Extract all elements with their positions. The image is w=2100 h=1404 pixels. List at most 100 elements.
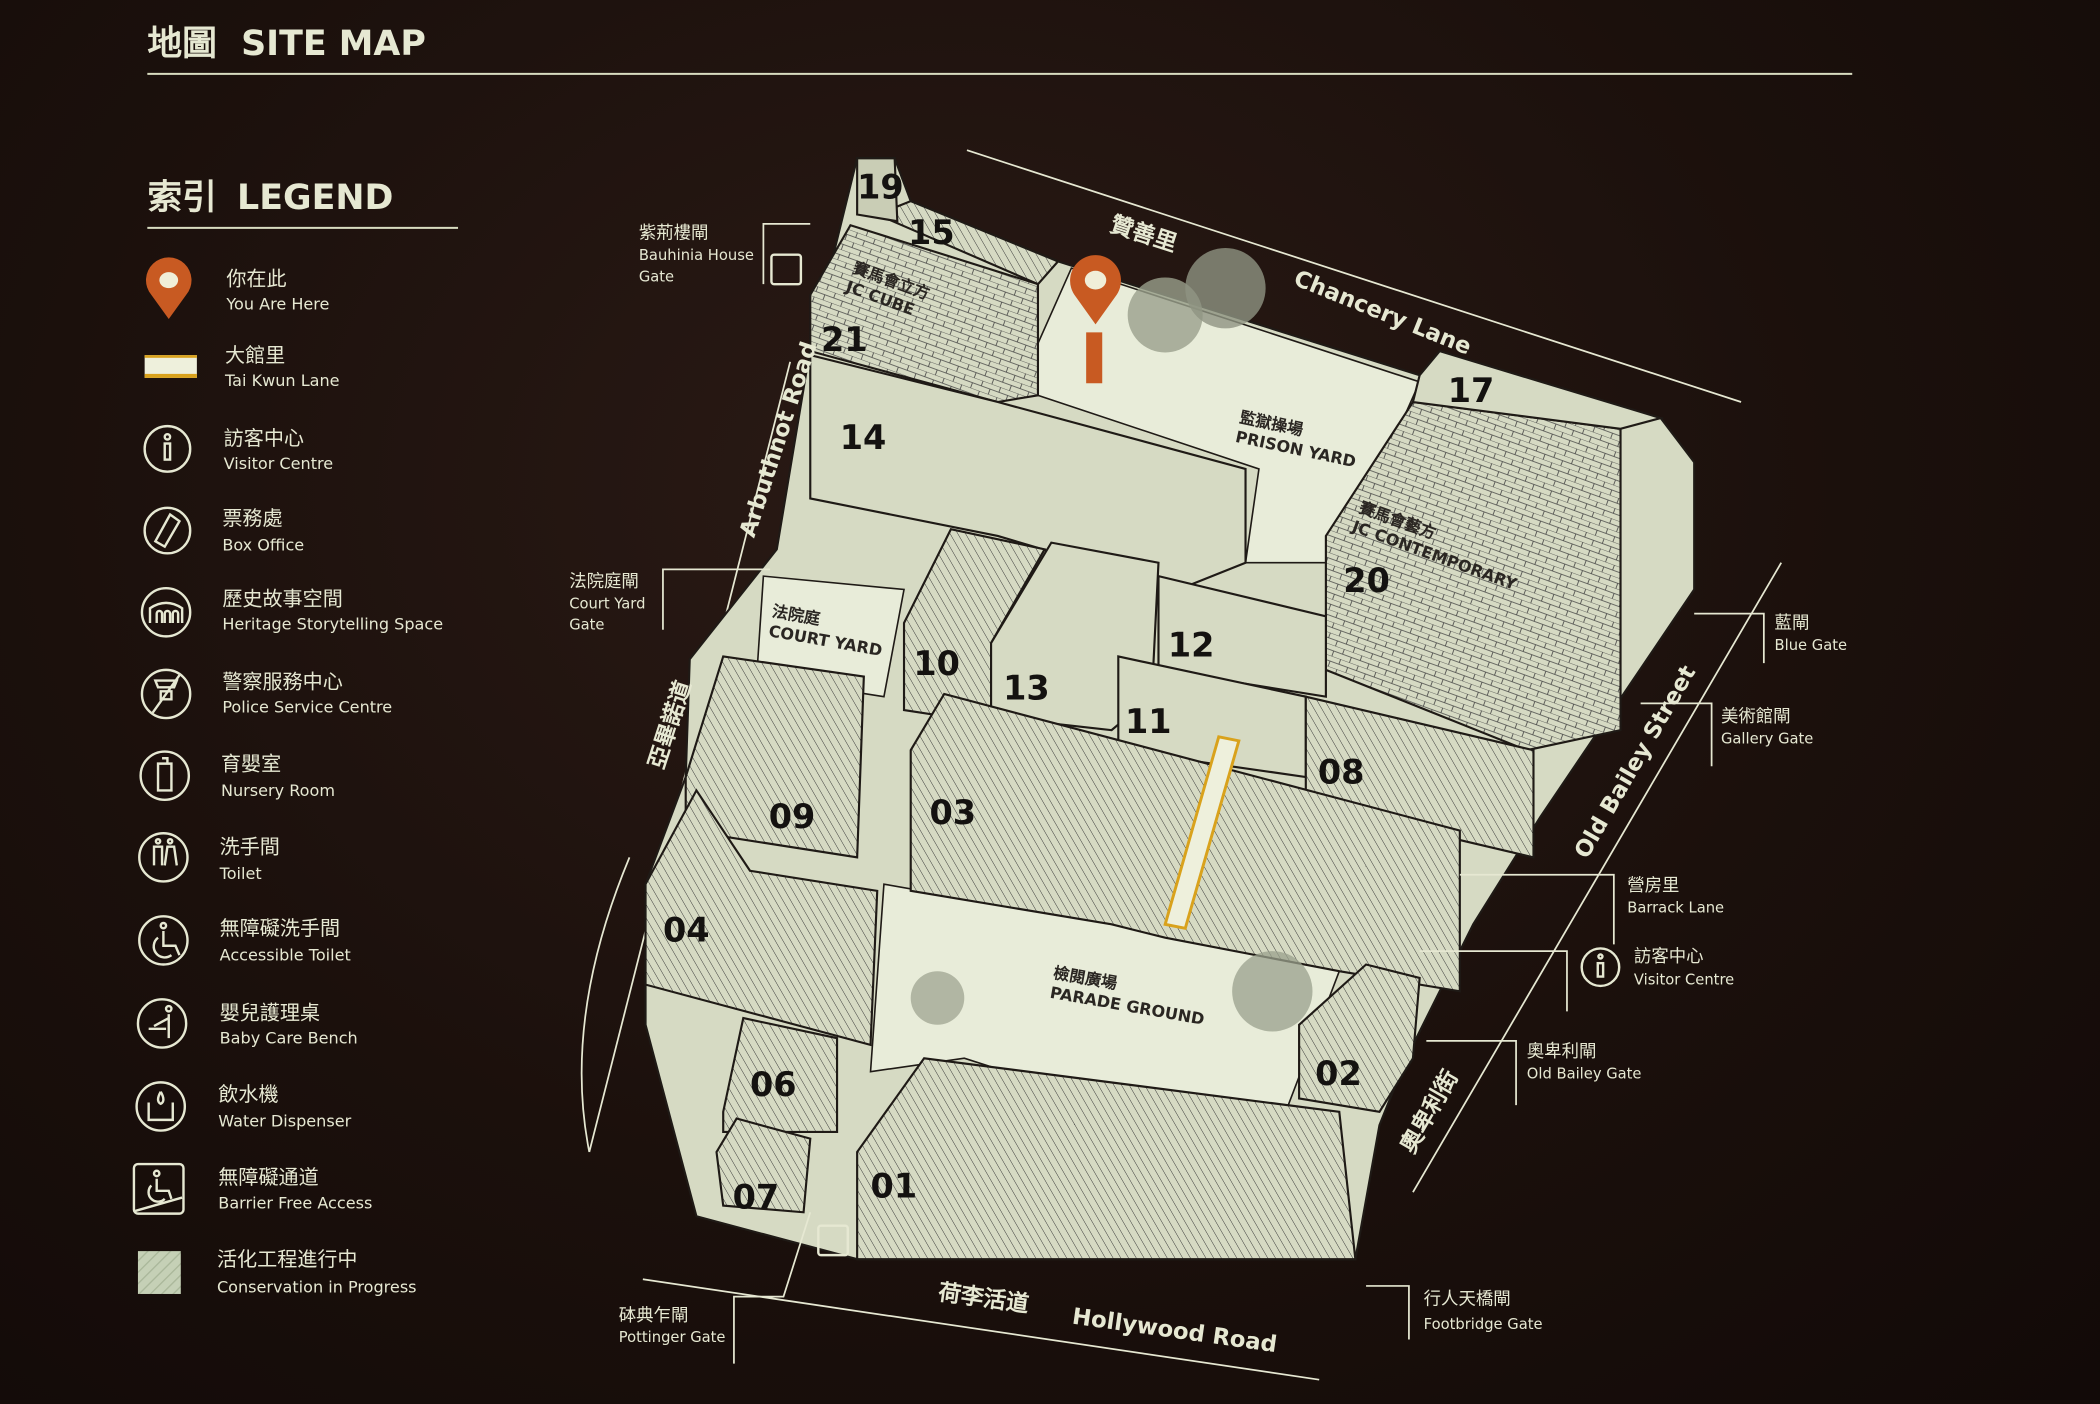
svg-text:行人天橋閘: 行人天橋閘 [1424,1290,1511,1310]
svg-text:飲水機: 飲水機 [218,1082,278,1106]
svg-text:Toilet: Toilet [219,864,262,883]
title-en: SITE MAP [241,24,426,64]
building-14 [809,353,1247,591]
building-17 [1411,349,1665,430]
svg-text:Gate: Gate [639,268,674,285]
svg-text:美術館閘: 美術館閘 [1721,707,1791,727]
building-19 [856,157,899,223]
building-number-19: 19 [857,167,904,206]
svg-text:洗手間: 洗手間 [220,834,280,858]
legend-item-you-are-here: 你在此 You Are Here [225,266,329,313]
street-hollywood-zh: 荷李活道 [937,1279,1031,1318]
building-number-21: 21 [821,320,868,359]
svg-text:Court Yard: Court Yard [569,595,645,612]
street-hollywood-en: Hollywood Road [1071,1304,1279,1358]
building-number-03: 03 [929,793,976,832]
legend-item-water: 飲水機 Water Dispenser [218,1082,351,1130]
svg-text:大館里: 大館里 [225,343,285,367]
building-number-20: 20 [1343,561,1390,600]
svg-text:Bauhinia House: Bauhinia House [639,247,754,264]
svg-text:Pottinger Gate: Pottinger Gate [619,1329,726,1346]
building-21 [809,223,1040,404]
svg-text:Visitor Centre: Visitor Centre [224,454,334,473]
building-number-06: 06 [750,1065,797,1104]
svg-text:警察服務中心: 警察服務中心 [222,670,342,694]
svg-text:活化工程進行中: 活化工程進行中 [217,1247,358,1271]
svg-text:歷史故事空間: 歷史故事空間 [222,587,342,611]
svg-text:Nursery Room: Nursery Room [221,781,335,800]
svg-text:Baby Care Bench: Baby Care Bench [220,1029,358,1048]
building-number-11: 11 [1125,702,1172,741]
title-zh: 地圖 [147,24,217,64]
svg-text:紫荊樓閘: 紫荊樓閘 [639,224,709,244]
building-number-08: 08 [1318,753,1365,792]
building-06 [722,1016,839,1133]
page-title: 地圖 SITE MAP [147,24,426,64]
ticket-icon [143,506,192,555]
svg-text:營房里: 營房里 [1627,876,1679,896]
gate-old-bailey: 奧卑利閘 Old Bailey Gate [1426,1039,1642,1106]
gate-gallery: 美術館閘 Gallery Gate [1640,702,1813,767]
building-04 [644,788,879,1047]
svg-text:奧卑利閘: 奧卑利閘 [1527,1042,1597,1062]
heritage-arches-icon [140,586,192,638]
tree-icon [1185,247,1266,329]
svg-text:訪客中心: 訪客中心 [1634,947,1704,967]
baby-bottle-icon [139,750,191,801]
legend: 索引 LEGEND 你在此 You Are Here 大館里 Tai Kwun La… [132,178,459,1297]
building-number-02: 02 [1315,1054,1362,1093]
svg-text:無障礙通道: 無障礙通道 [218,1165,318,1189]
legend-heading-en: LEGEND [237,178,393,218]
svg-text:Barrack Lane: Barrack Lane [1627,899,1724,916]
svg-text:You Are Here: You Are Here [225,295,329,314]
barrier-free-icon [132,1162,185,1215]
legend-heading-zh: 索引 [147,178,217,218]
building-number-14: 14 [840,418,887,457]
svg-text:Gallery Gate: Gallery Gate [1721,731,1813,748]
street-old-bailey-zh: 奧卑利街 [1395,1065,1464,1158]
building-12 [1157,574,1327,698]
building-number-13: 13 [1003,668,1050,707]
police-icon [140,668,192,720]
building-02 [1298,963,1421,1114]
building-07 [715,1117,812,1214]
barrier-free-icon [770,253,803,286]
toilet-icon [138,832,189,883]
svg-text:你在此: 你在此 [226,266,286,290]
gate-blue: 藍閘 Blue Gate [1694,612,1848,664]
svg-text:Box Office: Box Office [222,536,304,555]
svg-text:Visitor Centre: Visitor Centre [1634,972,1734,989]
barrier-free-icon [817,1224,849,1257]
svg-text:Water Dispenser: Water Dispenser [218,1112,351,1131]
building-number-12: 12 [1168,625,1215,664]
svg-text:Blue Gate: Blue Gate [1775,637,1848,654]
baby-care-icon [136,998,188,1049]
svg-text:嬰兒護理桌: 嬰兒護理桌 [220,1000,320,1024]
svg-text:Heritage Storytelling Space: Heritage Storytelling Space [222,615,443,634]
svg-text:Police Service Centre: Police Service Centre [222,698,392,717]
water-icon [135,1081,187,1132]
gate-footbridge: 行人天橋閘 Footbridge Gate [1366,1285,1543,1340]
site-map: 19 15 21 14 17 20 12 10 13 11 08 03 09 0… [644,157,1696,1261]
gate-visitor-centre: 訪客中心 Visitor Centre [1419,947,1734,1012]
info-icon [1580,947,1621,988]
info-icon [143,424,192,473]
svg-text:Tai Kwun Lane: Tai Kwun Lane [224,371,340,390]
tree-icon [1232,951,1313,1032]
svg-text:Old Bailey Gate: Old Bailey Gate [1527,1065,1642,1082]
building-01 [856,1057,1357,1261]
building-number-09: 09 [769,797,816,836]
svg-text:藍閘: 藍閘 [1775,613,1810,633]
legend-item-heritage-space: 歷史故事空間 Heritage Storytelling Space [222,587,443,634]
building-03 [909,692,1461,993]
conservation-swatch-icon [137,1251,181,1294]
svg-text:Footbridge Gate: Footbridge Gate [1424,1316,1543,1333]
svg-text:法院庭閘: 法院庭閘 [569,572,639,592]
